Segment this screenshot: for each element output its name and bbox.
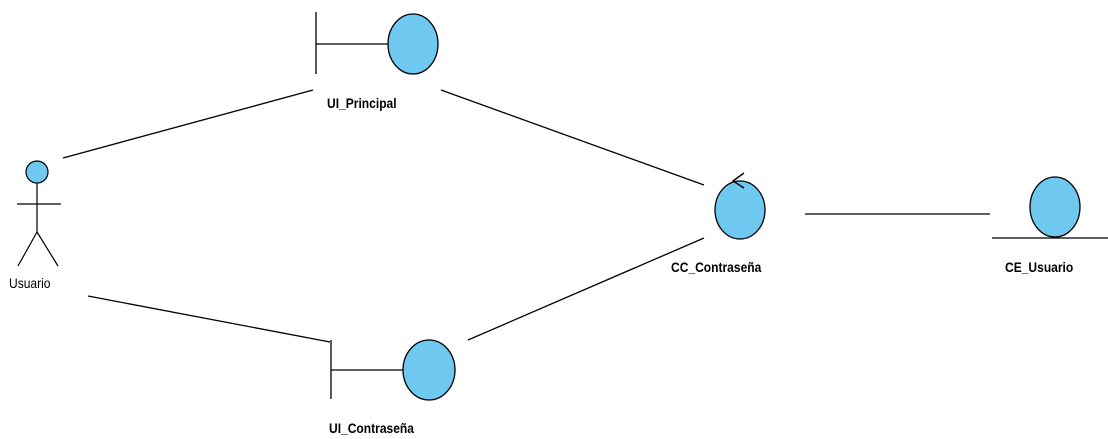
cc-contrasena-label: CC_Contraseña: [671, 259, 762, 275]
ui-principal-label: UI_Principal: [327, 95, 397, 111]
link-actor-ui-contrasena: [87, 295, 331, 343]
actor-usuario[interactable]: [17, 160, 61, 267]
actor-label: Usuario: [9, 275, 51, 291]
actor-head: [25, 160, 49, 184]
boundary-circle: [387, 13, 439, 75]
link-ui-principal-cc-contrasena: [440, 89, 705, 186]
link-ui-contrasena-cc-contrasena: [467, 237, 705, 341]
entity-circle: [1029, 176, 1081, 238]
entity-ce-usuario[interactable]: [992, 176, 1108, 239]
boundary-ui-principal[interactable]: [315, 12, 439, 75]
control-cc-contrasena[interactable]: [714, 172, 766, 240]
control-arrow-icon: [731, 172, 745, 189]
actor-right-leg: [36, 231, 59, 267]
control-circle: [714, 180, 766, 240]
link-actor-ui-principal: [62, 89, 314, 159]
boundary-circle: [402, 339, 456, 401]
boundary-ui-contrasena[interactable]: [330, 339, 456, 401]
actor-left-leg: [17, 231, 38, 267]
ce-usuario-label: CE_Usuario: [1005, 259, 1074, 275]
ui-contrasena-label: UI_Contraseña: [329, 420, 414, 436]
